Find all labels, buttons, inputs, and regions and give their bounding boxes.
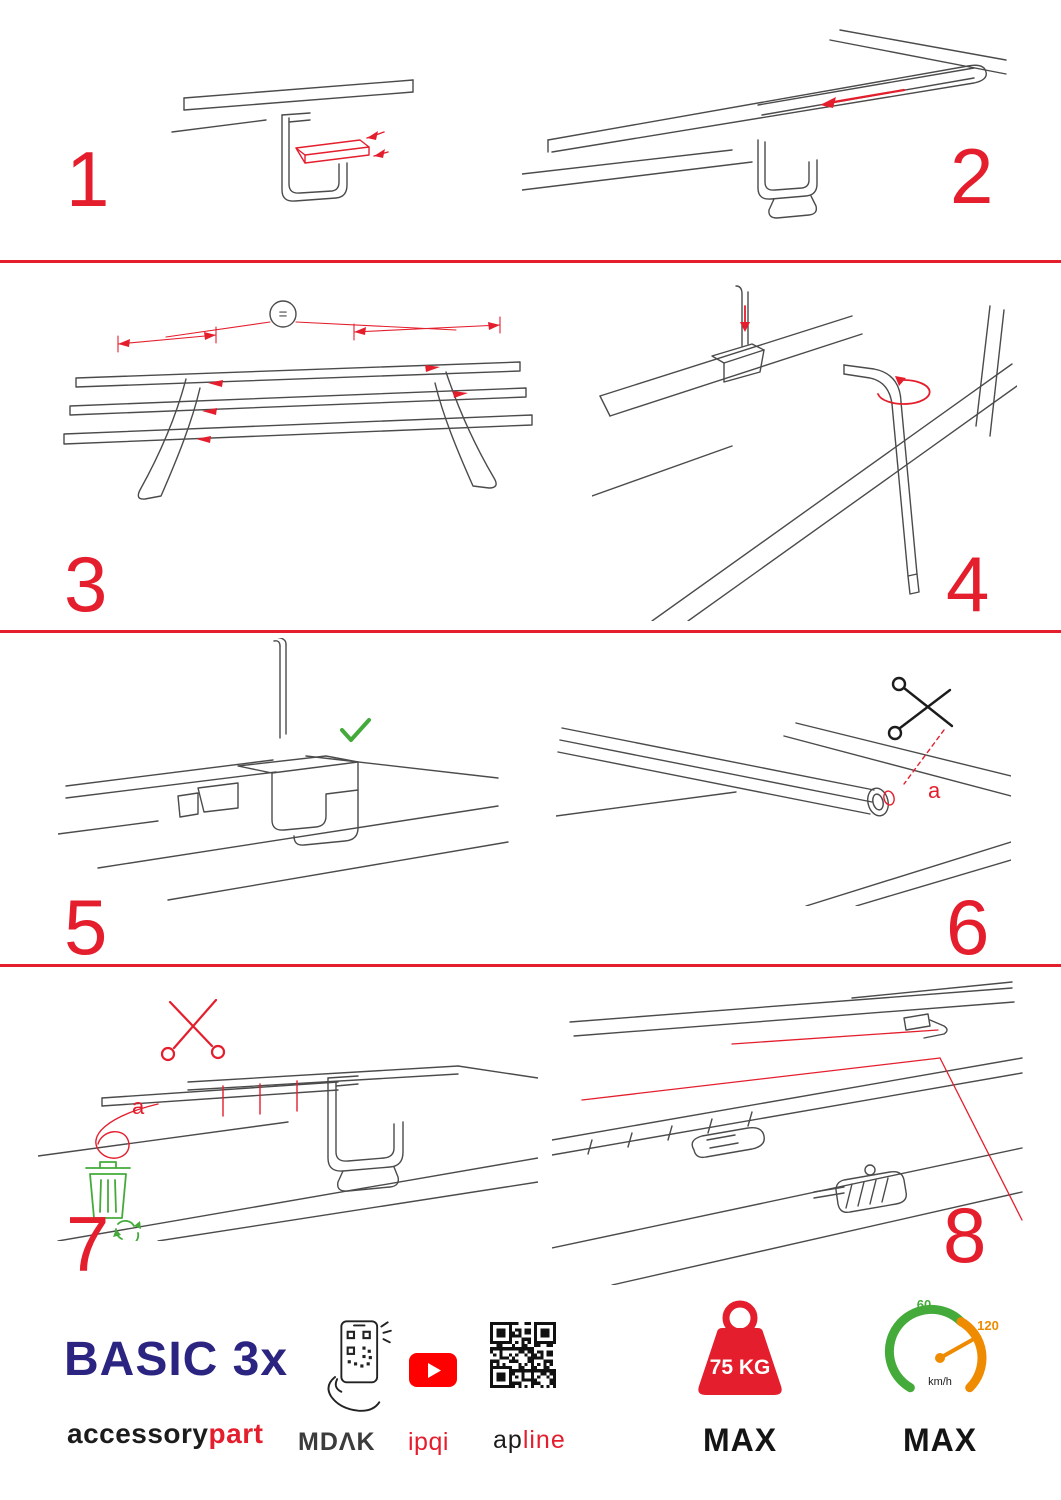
speed-tick-high: 120: [977, 1318, 999, 1333]
step4-allen-key-drawing: [592, 285, 1017, 621]
weight-value: 75 KG: [710, 1356, 771, 1379]
step1-illustration: [170, 68, 425, 228]
checkmark-icon: [340, 718, 371, 742]
recycle-arrowheads: [113, 1221, 141, 1237]
brand-part-red: part: [208, 1418, 264, 1449]
step7-cut-marks: [95, 1080, 298, 1159]
step-number-2: 2: [950, 132, 994, 220]
step6-bar-drawing: [556, 722, 1011, 906]
step8-illustration: [552, 980, 1027, 1285]
step-number-1: 1: [66, 135, 110, 223]
step-number-5: 5: [64, 883, 108, 971]
step-number-3: 3: [64, 540, 108, 628]
step4-illustration: [592, 276, 1017, 621]
equal-symbol: =: [279, 306, 288, 323]
step3-rack-drawing: [63, 300, 533, 500]
weight-max-label: MAX: [702, 1422, 778, 1458]
partner-app-label: MDΛK: [298, 1428, 376, 1456]
step6-illustration: a: [556, 676, 1011, 906]
step2-slide-arrowhead: [820, 97, 836, 108]
qr-code: [490, 1322, 556, 1388]
step2-slide-arrow: [826, 88, 906, 105]
step2-bar-drawing: [522, 29, 1007, 219]
qr-label-black: ap: [493, 1426, 523, 1454]
brand-part-black: accessory: [67, 1418, 209, 1449]
scissors-icon: [887, 676, 954, 741]
product-name: BASIC 3x: [64, 1333, 289, 1386]
trash-recycle-icon: [85, 1161, 140, 1241]
label-a-step7: a: [132, 1094, 145, 1119]
step7-strap-drawing: [38, 1065, 538, 1241]
brand-logo-text: accessorypart: [67, 1418, 263, 1450]
qr-label-red: line: [522, 1426, 566, 1454]
step6-cut-mark: [883, 729, 945, 806]
step-number-7: 7: [66, 1200, 110, 1288]
speed-unit: km/h: [928, 1376, 952, 1388]
partner-qr-label: apline: [493, 1426, 566, 1455]
speed-max-label: MAX: [902, 1422, 978, 1458]
step7-illustration: a: [38, 986, 538, 1241]
speed-tick-low: 60: [917, 1297, 931, 1312]
step8-guide-lines: [581, 1029, 1023, 1221]
step3-illustration: =: [48, 282, 548, 527]
step3-dimension-lines: [117, 316, 501, 353]
step1-rail-drawing: [171, 79, 414, 202]
step1-arrows: [367, 131, 385, 158]
youtube-icon: [408, 1352, 458, 1388]
speedometer-icon: 60 120 km/h: [878, 1296, 1002, 1402]
section-divider-1: [0, 260, 1061, 263]
step-number-8: 8: [943, 1191, 987, 1279]
step3-arrows: [118, 322, 500, 443]
step5-clamp-drawing: [58, 638, 509, 901]
step4-arrowheads: [740, 322, 906, 386]
step2-illustration: [522, 28, 1007, 223]
section-divider-2: [0, 630, 1061, 633]
section-divider-3: [0, 964, 1061, 967]
step5-illustration: [58, 638, 513, 903]
partner-youtube-label: ipqi: [408, 1428, 449, 1456]
label-a-step6: a: [928, 778, 941, 803]
scissors-red-icon: [160, 998, 226, 1062]
phone-qr-scan-icon: [314, 1316, 394, 1412]
step-number-4: 4: [946, 540, 990, 628]
step8-roof-drawing: [552, 981, 1023, 1285]
step-number-6: 6: [946, 883, 990, 971]
weight-limit-icon: 75 KG: [682, 1298, 798, 1406]
qr-code-svg: [490, 1322, 556, 1388]
